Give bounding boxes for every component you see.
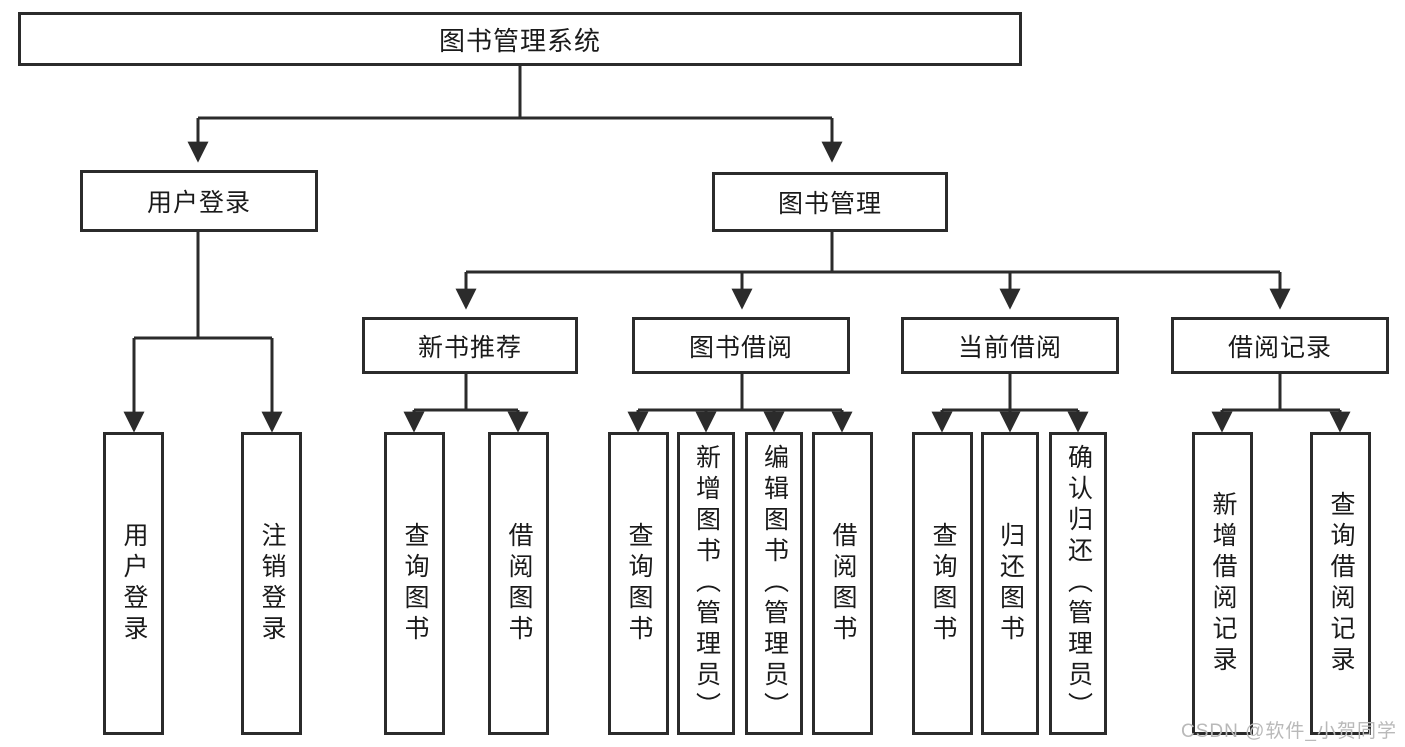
leaf-logout-login[interactable]: 注销登录 (241, 432, 302, 735)
leaf-borrow-book-1[interactable]: 借阅图书 (488, 432, 549, 735)
node-new-book-recommend-label: 新书推荐 (417, 333, 522, 362)
leaf-add-record-label: 新增借阅记录 (1209, 490, 1237, 677)
leaf-return-book[interactable]: 归还图书 (981, 432, 1039, 735)
node-root[interactable]: 图书管理系统 (18, 12, 1022, 66)
leaf-add-record[interactable]: 新增借阅记录 (1192, 432, 1253, 735)
leaf-edit-book[interactable]: 编辑图书（管理员） (745, 432, 803, 735)
node-current-borrow[interactable]: 当前借阅 (901, 317, 1119, 374)
leaf-query-book-3[interactable]: 查询图书 (912, 432, 973, 735)
node-book-borrow[interactable]: 图书借阅 (632, 317, 850, 374)
leaf-query-record[interactable]: 查询借阅记录 (1310, 432, 1371, 735)
leaf-confirm-return[interactable]: 确认归还（管理员） (1049, 432, 1107, 735)
node-root-label: 图书管理系统 (438, 25, 601, 56)
leaf-query-book-1-label: 查询图书 (401, 521, 429, 646)
leaf-logout-login-label: 注销登录 (258, 521, 286, 646)
node-user-login[interactable]: 用户登录 (80, 170, 318, 232)
node-book-manage-label: 图书管理 (777, 190, 882, 218)
leaf-edit-book-label: 编辑图书（管理员） (760, 444, 789, 723)
watermark-text: CSDN @软件_小贺同学 (1181, 721, 1397, 742)
leaf-add-book-label: 新增图书（管理员） (692, 444, 721, 723)
node-book-borrow-label: 图书借阅 (688, 333, 793, 362)
leaf-query-book-1[interactable]: 查询图书 (384, 432, 445, 735)
leaf-user-login[interactable]: 用户登录 (103, 432, 164, 735)
leaf-confirm-return-label: 确认归还（管理员） (1064, 444, 1093, 723)
leaf-query-record-label: 查询借阅记录 (1327, 490, 1355, 677)
leaf-borrow-book-1-label: 借阅图书 (505, 521, 533, 646)
leaf-query-book-3-label: 查询图书 (929, 521, 957, 646)
node-borrow-record-label: 借阅记录 (1227, 333, 1332, 362)
node-user-login-label: 用户登录 (146, 189, 251, 217)
leaf-add-book[interactable]: 新增图书（管理员） (677, 432, 735, 735)
leaf-return-book-label: 归还图书 (996, 521, 1025, 646)
leaf-user-login-label: 用户登录 (120, 521, 148, 646)
node-borrow-record[interactable]: 借阅记录 (1171, 317, 1389, 374)
node-new-book-recommend[interactable]: 新书推荐 (362, 317, 578, 374)
node-current-borrow-label: 当前借阅 (957, 333, 1062, 362)
leaf-query-book-2[interactable]: 查询图书 (608, 432, 669, 735)
leaf-query-book-2-label: 查询图书 (625, 521, 653, 646)
leaf-borrow-book-2[interactable]: 借阅图书 (812, 432, 873, 735)
node-book-manage[interactable]: 图书管理 (712, 172, 948, 232)
leaf-borrow-book-2-label: 借阅图书 (829, 521, 857, 646)
